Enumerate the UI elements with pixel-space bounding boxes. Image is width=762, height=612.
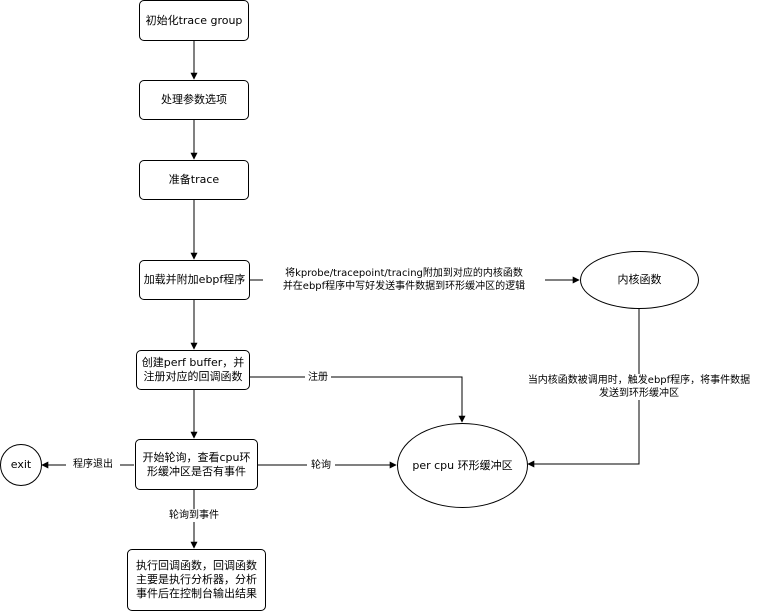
node-exit-label: exit	[10, 458, 32, 471]
edge-label-event-text: 轮询到事件	[169, 510, 219, 521]
edge-label-poll-text: 轮询	[311, 460, 331, 471]
node-perf-label-2: 注册对应的回调函数	[143, 370, 243, 383]
node-kernel-label: 内核函数	[617, 273, 662, 286]
edge-label-event: 轮询到事件	[164, 509, 224, 522]
node-exit: exit	[0, 444, 42, 486]
edge-label-attach-1: 将kprobe/tracepoint/tracing附加到对应的内核函数	[285, 268, 523, 279]
node-callback-label-2: 主要是执行分析器，分析	[136, 573, 257, 586]
node-callback-label-3: 事件后在控制台输出结果	[136, 587, 257, 600]
node-start-polling: 开始轮询，查看cpu环 形缓冲区是否有事件	[135, 439, 258, 490]
node-prepare-trace: 准备trace	[139, 160, 249, 200]
edge-label-register: 注册	[305, 371, 331, 384]
node-load-label: 加载并附加ebpf程序	[143, 273, 246, 286]
edge-label-register-text: 注册	[308, 372, 328, 383]
edge-label-attach: 将kprobe/tracepoint/tracing附加到对应的内核函数 并在e…	[263, 267, 545, 293]
edge-label-trigger-2: 发送到环形缓冲区	[599, 388, 679, 399]
node-poll-label-2: 形缓冲区是否有事件	[146, 464, 246, 478]
node-parse-options: 处理参数选项	[139, 80, 249, 120]
node-parse-label: 处理参数选项	[161, 93, 227, 106]
edge-label-trigger: 当内核函数被调用时，触发ebpf程序，将事件数据 发送到环形缓冲区	[515, 374, 762, 400]
edge-perf-ring	[250, 376, 466, 423]
edge-label-exit-text: 程序退出	[73, 459, 113, 470]
node-load-ebpf: 加载并附加ebpf程序	[139, 260, 250, 300]
node-ring-label: per cpu 环形缓冲区	[412, 458, 513, 472]
node-per-cpu-ring-buffer: per cpu 环形缓冲区	[397, 423, 528, 508]
node-kernel-function: 内核函数	[580, 251, 699, 309]
node-init-label: 初始化trace group	[145, 13, 243, 27]
node-prepare-label: 准备trace	[168, 173, 220, 186]
edge-label-attach-2: 并在ebpf程序中写好发送事件数据到环形缓冲区的逻辑	[282, 281, 526, 292]
node-run-callback: 执行回调函数，回调函数 主要是执行分析器，分析 事件后在控制台输出结果	[127, 549, 266, 611]
edge-label-poll: 轮询	[307, 459, 335, 472]
node-init-trace-group: 初始化trace group	[139, 0, 249, 41]
node-create-perf-buffer: 创建perf buffer，并 注册对应的回调函数	[136, 350, 250, 390]
node-callback-label-1: 执行回调函数，回调函数	[136, 559, 257, 572]
node-perf-label-1: 创建perf buffer，并	[141, 356, 245, 369]
edge-label-trigger-1: 当内核函数被调用时，触发ebpf程序，将事件数据	[527, 375, 751, 386]
node-poll-label-1: 开始轮询，查看cpu环	[142, 450, 251, 464]
edge-label-exit: 程序退出	[66, 458, 120, 471]
edge-kernel-ring	[527, 309, 640, 468]
